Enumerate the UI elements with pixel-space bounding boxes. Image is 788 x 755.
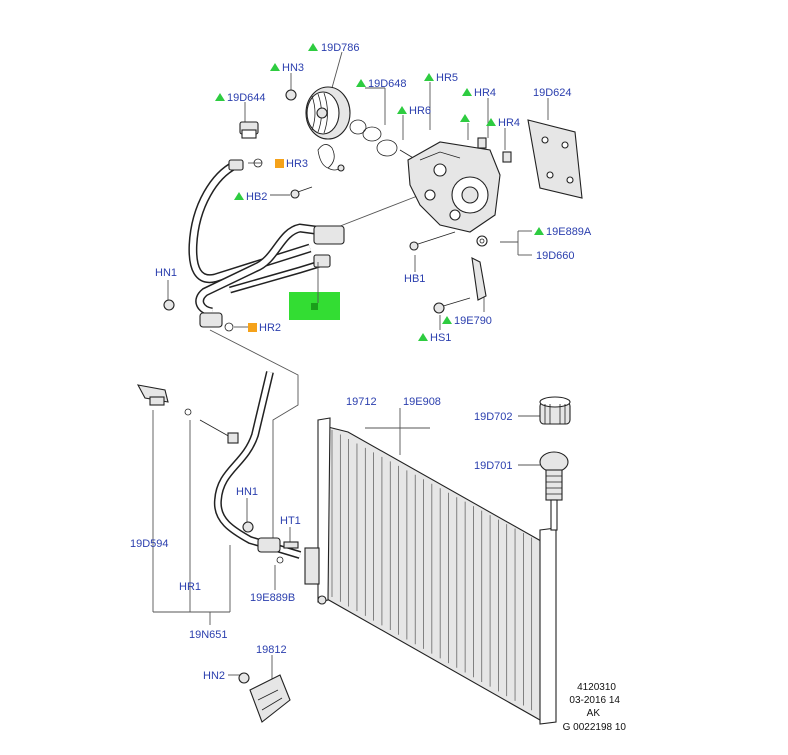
part-19d624-plate — [527, 119, 583, 199]
marker-19e790 — [442, 316, 452, 324]
label-hr5: HR5 — [436, 72, 458, 84]
label-19812: 19812 — [256, 644, 287, 656]
part-19e889a-washer — [476, 235, 488, 247]
reference-block: 4120310 03-2016 14 AK G 0022198 10 — [563, 682, 627, 733]
label-hr4a: HR4 — [474, 87, 496, 99]
label-19e889b: 19E889B — [250, 592, 295, 604]
part-o-rings — [224, 158, 263, 332]
part-compressor — [407, 141, 501, 233]
condenser-fins — [331, 430, 541, 715]
label-19d644: 19D644 — [227, 92, 266, 104]
label-hs1: HS1 — [430, 332, 451, 344]
part-snap-rings — [349, 119, 398, 157]
label-19d660: 19D660 — [536, 250, 575, 262]
label-hr4b: HR4 — [498, 117, 520, 129]
part-19e790-bracket — [471, 257, 487, 301]
part-hn2-nut — [238, 672, 250, 684]
part-hs1-bolt — [433, 297, 471, 314]
label-19d648: 19D648 — [368, 78, 407, 90]
marker-hb2 — [234, 192, 244, 200]
label-19d701: 19D701 — [474, 460, 513, 472]
part-hn1-nut-upper — [163, 299, 175, 311]
part-19d786-pulley — [305, 86, 351, 140]
label-19n651: 19N651 — [189, 629, 228, 641]
label-19712: 19712 — [346, 396, 377, 408]
part-19d702-cap — [539, 396, 571, 425]
marker-19d644 — [215, 93, 225, 101]
label-19d594: 19D594 — [130, 538, 169, 550]
label-19e889a: 19E889A — [546, 226, 592, 238]
marker-19d786 — [308, 43, 318, 51]
label-19e790: 19E790 — [454, 315, 492, 327]
marker-hs1 — [418, 333, 428, 341]
reference-line-4: G 0022198 10 — [563, 722, 627, 733]
reference-line-3: AK — [587, 708, 601, 719]
marker-19d648 — [356, 79, 366, 87]
marker-hr3 — [275, 159, 284, 168]
leader-lines — [152, 51, 549, 680]
part-ht1-clip — [276, 541, 299, 564]
part-hb1-bolt — [409, 231, 456, 251]
marker-hn3 — [270, 63, 280, 71]
label-hb1: HB1 — [404, 273, 425, 285]
part-19812-bracket — [249, 674, 291, 723]
labels: 19D786 HN3 19D648 HR5 19D644 HR6 HR4 HR4… — [130, 42, 592, 682]
part-hn1-nut-lower — [242, 521, 254, 533]
part-hb2-bolt — [290, 186, 313, 199]
reference-line-2: 03-2016 14 — [569, 695, 620, 706]
marker-19e889a — [534, 227, 544, 235]
label-hr2: HR2 — [259, 322, 281, 334]
part-hn3-nut — [285, 89, 297, 101]
label-19d624: 19D624 — [533, 87, 572, 99]
label-ht1: HT1 — [280, 515, 301, 527]
label-hn1-upper: HN1 — [155, 267, 177, 279]
part-19712-condenser — [304, 417, 557, 725]
label-19e908: 19E908 — [403, 396, 441, 408]
reference-line-1: 4120310 — [577, 682, 616, 693]
marker-hr4-mid — [460, 114, 470, 122]
part-19d594-pressure-switch — [136, 384, 239, 444]
part-hose-assembly — [188, 159, 345, 328]
label-hr6: HR6 — [409, 105, 431, 117]
marker-hr5 — [424, 73, 434, 81]
label-19d702: 19D702 — [474, 411, 513, 423]
marker-hr4b — [486, 118, 496, 126]
part-hr4-fittings — [477, 137, 512, 163]
label-hb2: HB2 — [246, 191, 267, 203]
label-19d786: 19D786 — [321, 42, 360, 54]
part-19d701-desiccant — [539, 451, 569, 531]
highlight-marker — [311, 303, 318, 310]
part-clutch-coil — [317, 144, 345, 172]
part-liquid-line — [213, 371, 302, 559]
label-hr1: HR1 — [179, 581, 201, 593]
markers — [215, 43, 544, 341]
marker-hr4a — [462, 88, 472, 96]
marker-hr2 — [248, 323, 257, 332]
part-19d644-fitting — [239, 121, 259, 139]
label-hn2: HN2 — [203, 670, 225, 682]
label-hn1-lower: HN1 — [236, 486, 258, 498]
label-hn3: HN3 — [282, 62, 304, 74]
marker-hr6 — [397, 106, 407, 114]
label-hr3: HR3 — [286, 158, 308, 170]
